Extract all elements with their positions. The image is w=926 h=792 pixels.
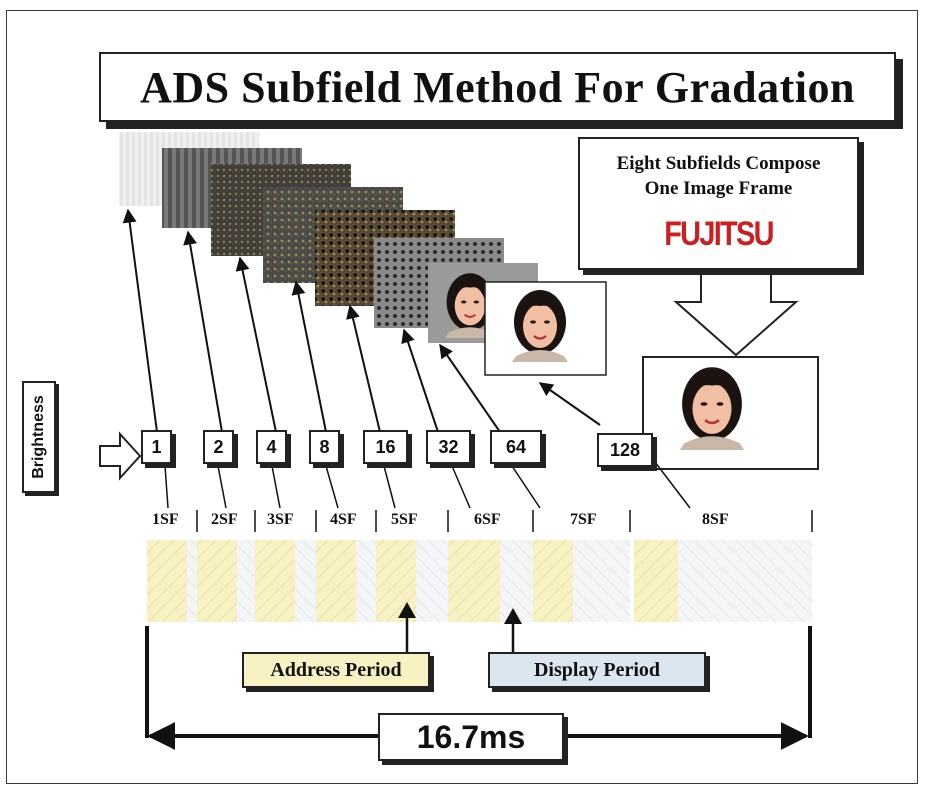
weight-box-64: 64	[490, 430, 542, 464]
weight-box-32: 32	[426, 430, 471, 464]
info-line-1: Eight Subfields Compose	[616, 153, 821, 174]
subfield-dividers	[196, 510, 813, 532]
subfield-label-8: 8SF	[702, 511, 729, 528]
address-period-sf4	[316, 540, 356, 622]
address-period-sf8	[634, 540, 678, 622]
display-period-sf8	[678, 540, 812, 622]
subfield-label-4: 4SF	[330, 511, 357, 528]
display-period-sf4	[356, 540, 376, 622]
address-period-sf1	[147, 540, 187, 622]
brightness-label: Brightness	[30, 395, 48, 479]
address-period-sf2	[197, 540, 237, 622]
display-period-label: Display Period	[488, 652, 706, 688]
address-period-sf7	[533, 540, 573, 622]
display-period-sf3	[295, 540, 316, 622]
subfield-image-8	[484, 281, 607, 376]
address-period-sf6	[448, 540, 500, 622]
info-line-2: One Image Frame	[644, 178, 793, 199]
address-period-sf3	[255, 540, 295, 622]
subfield-label-6: 6SF	[474, 511, 501, 528]
display-period-sf1	[187, 540, 197, 622]
weight-to-subfield-lines	[164, 461, 691, 509]
display-period-sf6	[500, 540, 533, 622]
period-pointer-arrows	[398, 602, 522, 652]
weight-box-2: 2	[203, 430, 234, 464]
subfield-image-stack	[119, 132, 607, 376]
weight-box-8: 8	[309, 430, 340, 464]
info-callout: Eight Subfields Compose One Image Frame …	[578, 137, 859, 270]
brightness-arrow	[99, 431, 142, 481]
brightness-label-box: Brightness	[22, 381, 56, 493]
weight-box-4: 4	[256, 430, 287, 464]
weight-box-128: 128	[597, 433, 653, 467]
weight-box-1: 1	[141, 430, 172, 464]
frame-duration-label: 16.7ms	[378, 713, 564, 761]
subfield-label-2: 2SF	[211, 511, 238, 528]
diagram-title: ADS Subfield Method For Gradation	[99, 52, 896, 122]
weight-to-image-arrows	[122, 208, 601, 433]
display-period-sf5	[416, 540, 448, 622]
subfield-label-1: 1SF	[152, 511, 179, 528]
fujitsu-logo: FUJITSU	[664, 215, 774, 253]
compose-down-arrow	[673, 269, 799, 357]
display-period-sf2	[237, 540, 255, 622]
timing-strip	[147, 540, 812, 622]
slide-frame	[6, 10, 918, 784]
subfield-label-7: 7SF	[570, 511, 597, 528]
subfield-label-3: 3SF	[267, 511, 294, 528]
composed-frame-photo	[642, 356, 819, 470]
frame-duration-bracket	[145, 626, 812, 750]
subfield-label-5: 5SF	[391, 511, 418, 528]
address-period-label: Address Period	[242, 652, 430, 688]
weight-box-16: 16	[363, 430, 408, 464]
display-period-sf7	[573, 540, 630, 622]
